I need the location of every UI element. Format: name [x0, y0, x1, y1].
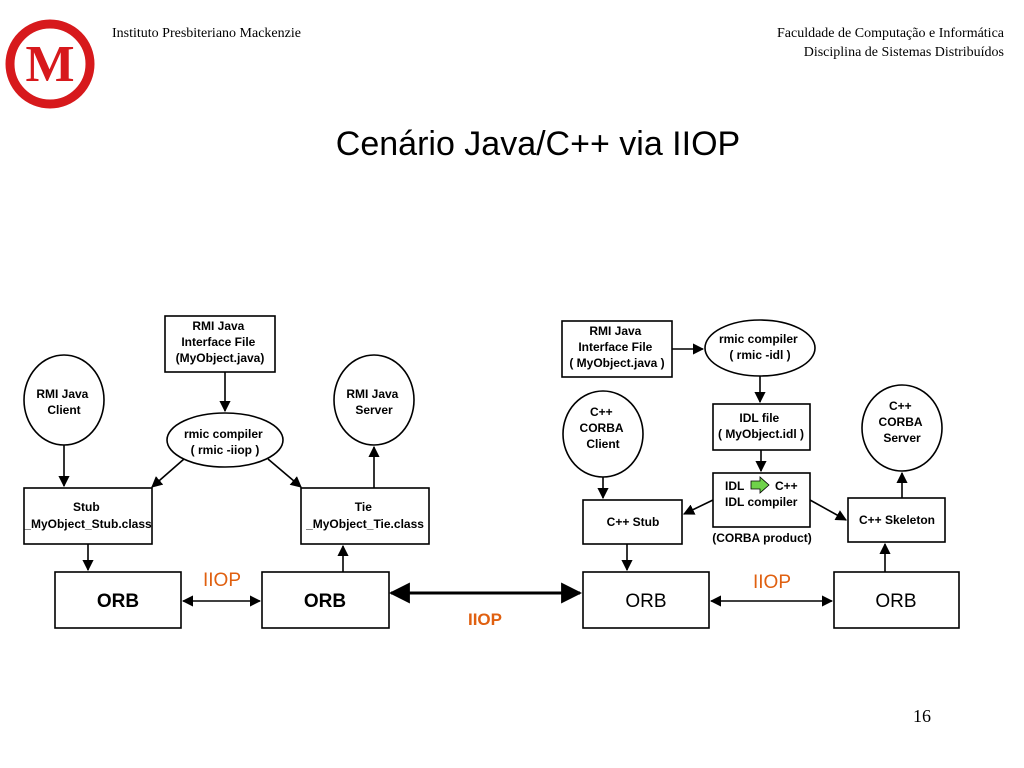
java-server-label: RMI Java Server	[346, 387, 401, 417]
arrow-compiler-to-tie	[267, 458, 302, 488]
cpp-server-label: C++ CORBA Server	[879, 399, 926, 445]
java-interface-file-box	[164, 315, 276, 373]
cpp-client-label: C++ CORBA Client	[580, 405, 627, 451]
cpp-server-ellipse	[861, 384, 943, 472]
header-faculty: Faculdade de Computação e Informática	[776, 26, 1004, 41]
cpp-orb-left-label: ORB	[625, 591, 666, 612]
header-right: Faculdade de Computação e Informática Di…	[777, 24, 1004, 62]
middle-iiop-label: IIOP	[468, 610, 502, 629]
slide-title: Cenário Java/C++ via IIOP	[335, 125, 741, 163]
java-stub-box	[23, 487, 153, 545]
cpp-orb-left-box	[582, 571, 710, 629]
cpp-skeleton-box	[847, 497, 946, 543]
logo-letter: M	[25, 36, 74, 93]
cpp-orb-right-box	[833, 571, 960, 629]
java-orb-right-label: ORB	[304, 591, 346, 612]
arrow-idl-compiler-to-skeleton	[809, 499, 847, 521]
cpp-interface-file-label: RMI Java Interface File ( MyObject.java …	[569, 324, 664, 370]
idl-compiler-line2-label: IDL compiler	[725, 495, 798, 509]
cpp-iiop-label: IIOP	[753, 572, 791, 593]
page-number: 16	[913, 706, 931, 726]
java-tie-box	[300, 487, 430, 545]
arrow-compiler-to-stub	[151, 458, 185, 488]
java-orb-right-box	[261, 571, 390, 629]
cpp-stub-label: C++ Stub	[607, 515, 660, 529]
idl-to-cpp-arrow-icon	[750, 476, 770, 494]
arrow-idl-compiler-to-stub	[682, 499, 714, 515]
rmic-iiop-compiler-ellipse	[166, 412, 284, 468]
java-interface-file-label: RMI Java Interface File (MyObject.java)	[176, 319, 265, 365]
java-orb-left-box	[54, 571, 182, 629]
idl-compiler-to-label: C++	[775, 479, 798, 493]
java-tie-label: Tie _MyObject_Tie.class	[305, 500, 424, 531]
idl-file-label: IDL file ( MyObject.idl )	[718, 411, 804, 441]
header-discipline: Disciplina de Sistemas Distribuídos	[803, 45, 1004, 60]
cpp-orb-right-label: ORB	[875, 591, 916, 612]
rmic-idl-compiler-label: rmic compiler ( rmic -idl )	[719, 332, 801, 362]
cpp-skeleton-label: C++ Skeleton	[859, 513, 935, 527]
mackenzie-logo: M	[5, 19, 95, 109]
cpp-stub-box	[582, 499, 683, 545]
java-stub-label: Stub _MyObject_Stub.class	[23, 500, 152, 531]
rmic-iiop-compiler-label: rmic compiler ( rmic -iiop )	[184, 427, 266, 457]
java-iiop-label: IIOP	[203, 570, 241, 591]
cpp-interface-file-box	[561, 320, 673, 378]
header-institution: Instituto Presbiteriano Mackenzie	[112, 26, 301, 41]
idl-compiler-from-label: IDL	[725, 479, 744, 493]
java-server-ellipse	[333, 354, 415, 446]
corba-product-note: (CORBA product)	[712, 531, 812, 545]
java-orb-left-label: ORB	[97, 591, 139, 612]
java-client-label: RMI Java Client	[36, 387, 91, 417]
idl-file-box	[712, 403, 811, 451]
